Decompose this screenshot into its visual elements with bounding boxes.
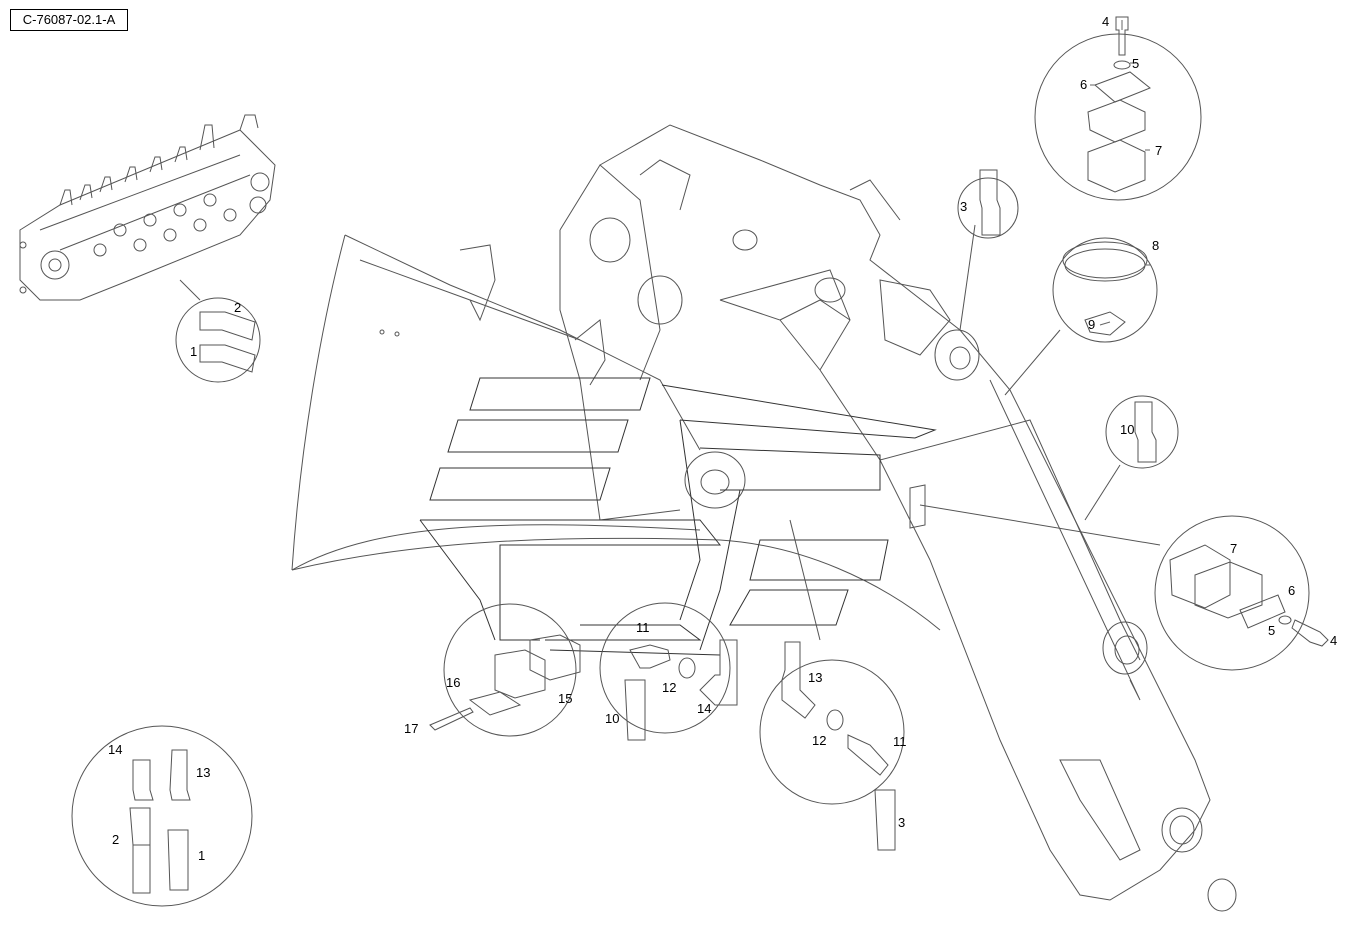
callout-2-bottom: 2 <box>112 832 119 847</box>
callout-11-right: 11 <box>893 734 907 749</box>
boom-arm <box>559 124 1237 912</box>
callout-13-right: 13 <box>808 670 822 685</box>
callout-10-left: 10 <box>605 711 619 726</box>
callout-labels: 1 2 3 4 5 6 7 8 9 10 7 6 5 4 16 15 17 11… <box>108 14 1337 863</box>
callout-5-side: 5 <box>1268 623 1275 638</box>
callout-4-top: 4 <box>1102 14 1109 29</box>
detail-circle-elbow-fittings-right <box>759 519 905 851</box>
callout-3-right: 3 <box>898 815 905 830</box>
callout-5-top: 5 <box>1132 56 1139 71</box>
callout-10-side: 10 <box>1120 422 1134 437</box>
callout-11-left: 11 <box>636 620 650 635</box>
callout-7-top: 7 <box>1155 143 1162 158</box>
callout-1-bottom: 1 <box>198 848 205 863</box>
callout-16: 16 <box>446 675 460 690</box>
callout-3-top: 3 <box>960 199 967 214</box>
callout-6-side: 6 <box>1288 583 1295 598</box>
control-valve-bank <box>19 114 276 301</box>
detail-circle-valve-fittings <box>175 279 261 383</box>
callout-17: 17 <box>404 721 418 736</box>
callout-14-bottom: 14 <box>108 742 122 757</box>
callout-7-side: 7 <box>1230 541 1237 556</box>
callout-4-side: 4 <box>1330 633 1337 648</box>
bucket-outline <box>291 234 941 631</box>
callout-15: 15 <box>558 691 572 706</box>
detail-circle-top-clamp <box>1034 16 1202 201</box>
drawing-reference-code: C-76087-02.1-A <box>10 9 128 31</box>
detail-circle-adapter-fittings <box>71 725 253 907</box>
callout-1-valve: 1 <box>190 344 197 359</box>
callout-12-left: 12 <box>662 680 676 695</box>
detail-circle-fitting-10 <box>1084 395 1179 521</box>
detail-circle-side-clamp <box>909 484 1329 671</box>
callout-2-valve: 2 <box>234 300 241 315</box>
detail-circle-hose-clamp <box>1004 237 1158 396</box>
detail-circle-top-fitting <box>957 169 1019 331</box>
detail-circle-elbow-fittings-left <box>599 602 738 741</box>
callout-14-left: 14 <box>697 701 711 716</box>
detail-circle-clamp-15 <box>429 603 581 737</box>
callout-13-bottom: 13 <box>196 765 210 780</box>
hose-route-bands <box>419 377 937 656</box>
leader-lines <box>1090 20 1150 326</box>
callout-12-right: 12 <box>812 733 826 748</box>
callout-8: 8 <box>1152 238 1159 253</box>
callout-6-top: 6 <box>1080 77 1087 92</box>
callout-9: 9 <box>1088 317 1095 332</box>
